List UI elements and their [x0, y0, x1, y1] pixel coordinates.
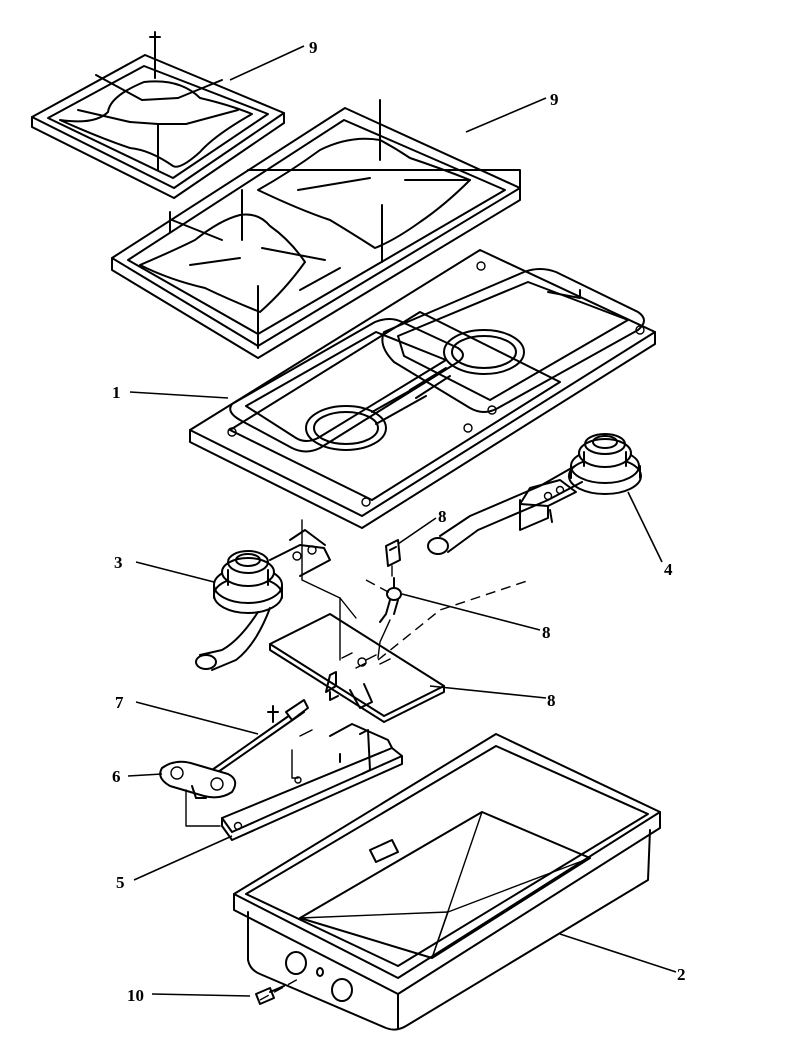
key-plate [159, 760, 237, 799]
alignment-lines [185, 519, 531, 1001]
callout-labels: 9 9 1 3 4 8 8 8 7 6 5 2 10 [112, 38, 686, 1005]
callout-label-3: 3 [114, 553, 123, 572]
orifice [379, 577, 402, 623]
drip-pan [233, 733, 661, 1031]
callout-label-10: 10 [127, 986, 144, 1005]
burner-mounting-bracket [269, 613, 445, 723]
igniter-rod [211, 699, 309, 773]
callout-label-7: 7 [115, 693, 124, 712]
callout-label-2: 2 [677, 965, 686, 984]
left-burner [195, 529, 331, 671]
callout-label-9-large: 9 [550, 90, 559, 109]
callout-label-8-bracket: 8 [547, 691, 556, 710]
clip [385, 539, 401, 567]
right-burner [427, 433, 642, 555]
cooktop-panel [189, 249, 656, 529]
small-burner-grate [31, 31, 285, 199]
callout-label-1: 1 [112, 383, 121, 402]
callout-label-8-clip: 8 [438, 507, 447, 526]
callout-label-4: 4 [664, 560, 673, 579]
callout-label-8-orifice: 8 [542, 623, 551, 642]
callout-label-9-small: 9 [309, 38, 318, 57]
leader-lines [127, 45, 677, 997]
double-burner-grate [111, 99, 521, 359]
callout-label-5: 5 [116, 873, 125, 892]
manifold-bracket [221, 723, 403, 841]
callout-label-6: 6 [112, 767, 121, 786]
